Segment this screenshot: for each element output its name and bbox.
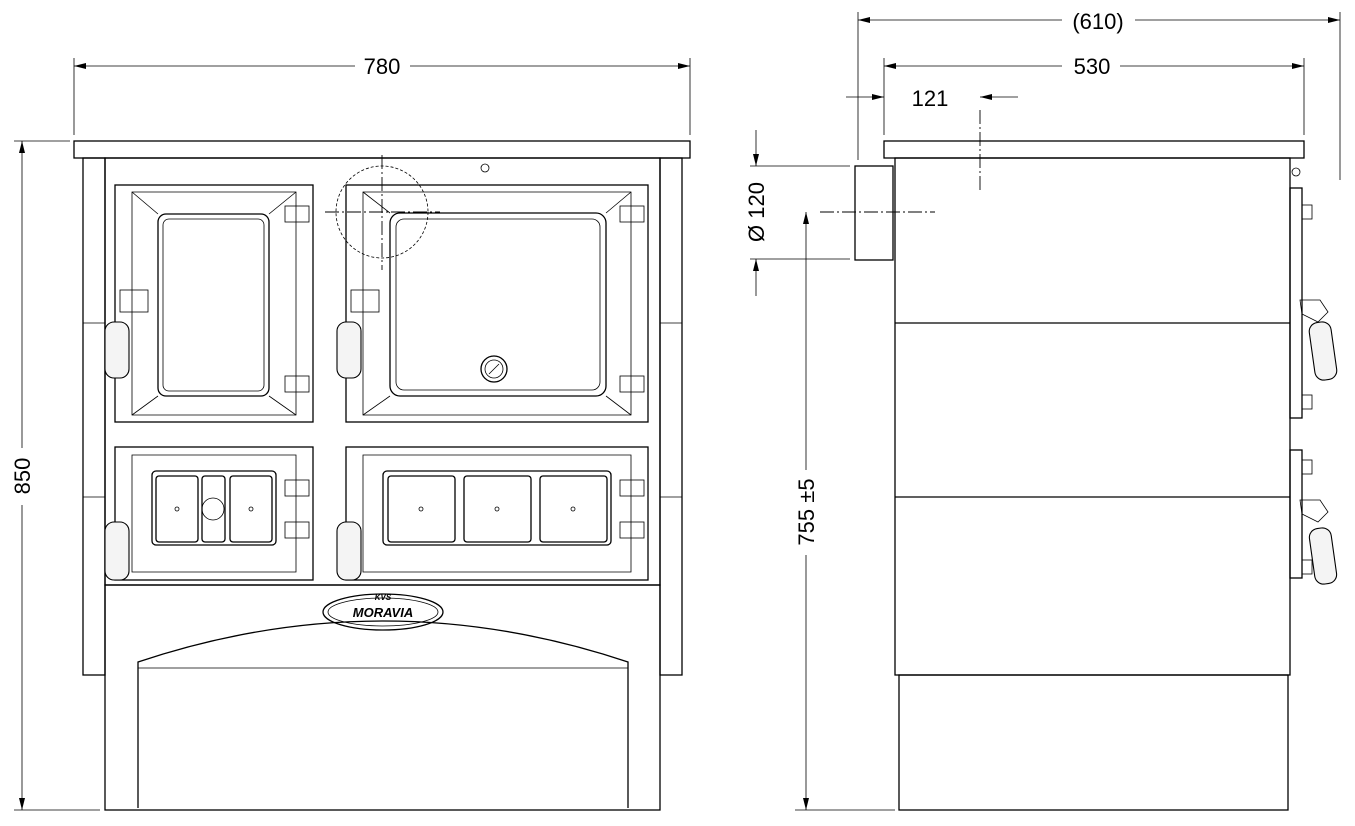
dimension-530: 530 (883, 54, 1305, 135)
left-side-panel (82, 157, 106, 676)
side-plinth (898, 674, 1289, 811)
dimension-850: 850 (10, 140, 100, 811)
door-handle[interactable] (104, 321, 130, 379)
side-handle (1308, 527, 1338, 585)
front-view: KVS MORAVIA (73, 140, 691, 811)
door-handle[interactable] (336, 521, 362, 581)
dimension-610: (610) (857, 9, 1341, 180)
svg-text:MORAVIA: MORAVIA (353, 605, 413, 620)
svg-text:530: 530 (1074, 54, 1111, 79)
flue-pipe (854, 165, 894, 261)
dimension-121: 121 (846, 86, 1018, 111)
dimension-flue-diameter: Ø 120 (744, 130, 850, 296)
side-door-hinges (1289, 167, 1338, 585)
svg-text:Ø 120: Ø 120 (744, 182, 769, 242)
firebox-door-left (104, 446, 314, 581)
side-body (894, 157, 1291, 676)
brand-logo: KVS MORAVIA (322, 593, 444, 631)
base-drawer (104, 584, 661, 811)
svg-text:780: 780 (364, 54, 401, 79)
svg-text:850: 850 (10, 458, 35, 495)
firebox-door-right (336, 446, 649, 581)
oven-door-right (325, 155, 649, 423)
svg-text:KVS: KVS (375, 593, 392, 602)
svg-text:121: 121 (912, 86, 949, 111)
right-side-panel (659, 157, 683, 676)
drawer-arch (137, 620, 629, 808)
door-handle[interactable] (336, 321, 362, 379)
side-top-plate (883, 140, 1305, 159)
side-view (820, 110, 1338, 811)
side-handle (1308, 321, 1338, 381)
door-handle[interactable] (104, 521, 130, 581)
thermometer-hole (480, 163, 490, 173)
dimension-780: 780 (73, 54, 691, 135)
svg-text:755 ±5: 755 ±5 (794, 478, 819, 545)
dimension-755: 755 ±5 (794, 212, 895, 811)
oven-door-left (104, 184, 314, 423)
svg-text:(610): (610) (1072, 9, 1123, 34)
thermometer-icon (480, 355, 508, 383)
